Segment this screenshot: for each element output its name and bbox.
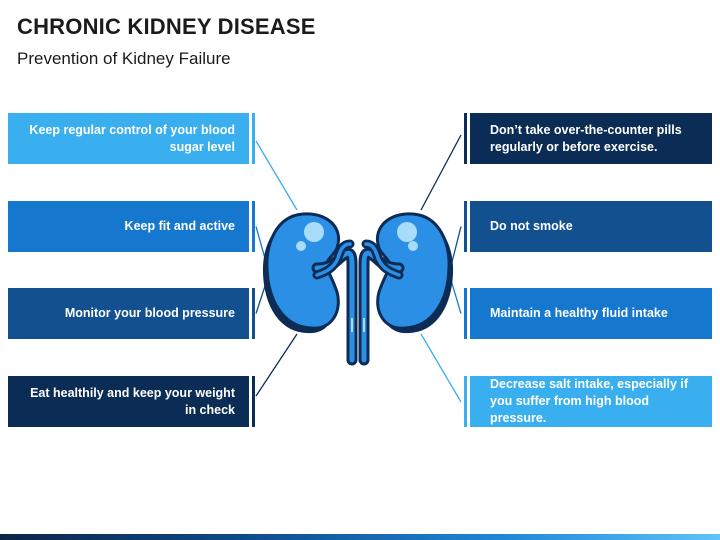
- left-kidney: [265, 212, 340, 330]
- right-card-4-text: Decrease salt intake, especially if you …: [490, 377, 689, 425]
- left-connector-1: [255, 140, 298, 211]
- left-card-2-accent-bar: [252, 201, 255, 252]
- right-card-2-text: Do not smoke: [490, 219, 573, 233]
- left-card-4-text: Eat healthily and keep your weight in ch…: [30, 385, 235, 417]
- right-card-2: Do not smoke: [470, 201, 712, 252]
- right-connector-2: [451, 226, 462, 263]
- connector-lines: [255, 134, 462, 403]
- left-card-3-text: Monitor your blood pressure: [64, 306, 235, 320]
- left-card-2-text: Keep fit and active: [124, 219, 235, 233]
- right-card-3-text: Maintain a healthy fluid intake: [490, 306, 668, 320]
- left-card-1-accent-bar: [252, 113, 255, 164]
- right-card-1-text: Don’t take over-the-counter pills regula…: [490, 122, 682, 154]
- right-kidney: [376, 212, 451, 330]
- left-card-1-text: Keep regular control of your blood sugar…: [29, 122, 235, 154]
- right-kidney-highlight: [397, 222, 417, 242]
- right-card-4: Decrease salt intake, especially if you …: [470, 376, 712, 427]
- left-vessel: [315, 242, 352, 277]
- right-connector-4: [420, 333, 462, 403]
- left-kidney-highlight-small: [296, 241, 306, 251]
- right-card-1: Don’t take over-the-counter pills regula…: [470, 113, 712, 164]
- kidneys-icon: [262, 212, 454, 366]
- right-card-1-accent-bar: [464, 113, 467, 164]
- right-connector-1: [420, 134, 462, 211]
- left-card-4-accent-bar: [252, 376, 255, 427]
- right-card-2-accent-bar: [464, 201, 467, 252]
- left-card-1: Keep regular control of your blood sugar…: [8, 113, 249, 164]
- left-card-2: Keep fit and active: [8, 201, 249, 252]
- right-card-4-accent-bar: [464, 376, 467, 427]
- left-card-4: Eat healthily and keep your weight in ch…: [8, 376, 249, 427]
- right-kidney-highlight-small: [408, 241, 418, 251]
- right-card-3: Maintain a healthy fluid intake: [470, 288, 712, 339]
- page-subtitle: Prevention of Kidney Failure: [17, 49, 231, 68]
- right-connector-3: [450, 279, 462, 314]
- left-kidney-highlight: [304, 222, 324, 242]
- page-title: CHRONIC KIDNEY DISEASE: [17, 14, 316, 39]
- right-card-3-accent-bar: [464, 288, 467, 339]
- right-vessel: [364, 242, 401, 277]
- left-card-3: Monitor your blood pressure: [8, 288, 249, 339]
- left-connector-4: [255, 333, 298, 397]
- left-card-3-accent-bar: [252, 288, 255, 339]
- footer-gradient-bar: [0, 534, 720, 540]
